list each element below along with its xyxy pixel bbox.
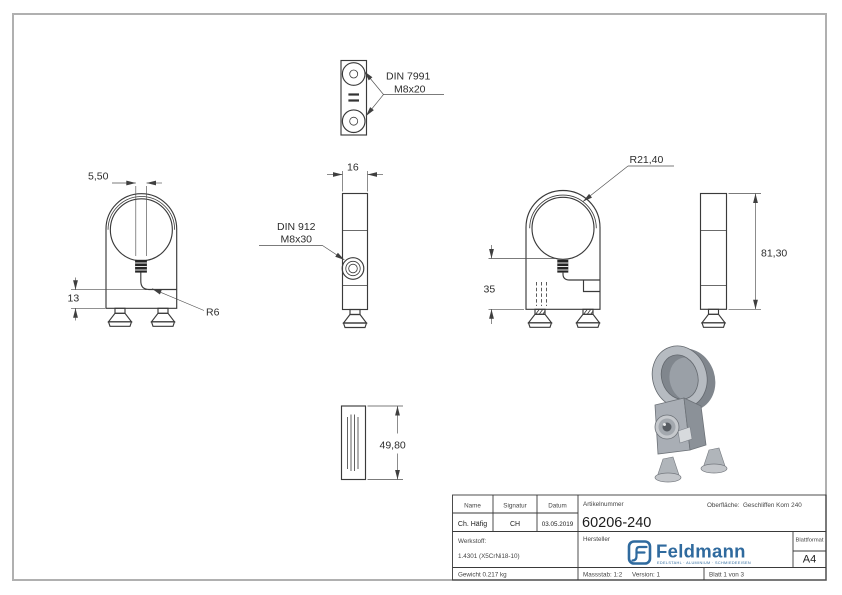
tb-surface-label: Oberfläche:: [707, 502, 740, 509]
dim-4980-text: 49,80: [380, 440, 406, 452]
dim-total-height-8130: 81,30: [728, 193, 787, 310]
page-border: [12, 13, 827, 581]
dim-16-text: 16: [347, 162, 359, 174]
callout-din912: DIN 912 M8x30: [259, 221, 346, 263]
feldmann-logo: Feldmann EDELSTAHL · ALUMINIUM · SCHMIED…: [627, 540, 751, 565]
dim-slot-width: 5,50: [88, 171, 162, 256]
dim-clamp-height-35: 35: [484, 245, 556, 324]
tb-article-label: Artikelnummer: [583, 501, 624, 508]
tb-material-value: 1.4301 (X5CrNi18-10): [458, 553, 520, 560]
slot-mark: [348, 99, 359, 102]
countersunk-screw: [342, 308, 368, 329]
dim-width-16: 16: [327, 162, 383, 192]
tb-surface-value: Geschliffen Korn 240: [743, 502, 802, 509]
title-block: Name Signatur Datum Ch. Häfig CH 03.05.2…: [452, 494, 827, 581]
label-din912: DIN 912: [277, 221, 316, 233]
tb-date-value: 03.05.2019: [542, 521, 574, 528]
logo-tagline-text: EDELSTAHL · ALUMINIUM · SCHMIEDEEISEN: [657, 561, 751, 565]
callout-r6: R6: [151, 286, 220, 319]
tb-material-label: Werkstoff:: [458, 538, 486, 545]
render-3d-part: [651, 345, 728, 483]
tb-format-label: Blattformat: [795, 538, 823, 544]
callout-r2140: R21,40: [581, 154, 674, 204]
countersunk-screw: [527, 308, 553, 328]
tb-signature-value: CH: [510, 521, 520, 528]
tb-scale: Massstab: 1:2: [583, 572, 623, 579]
countersunk-screw: [700, 308, 727, 328]
tb-date-label: Datum: [548, 503, 567, 510]
tb-signature-label: Signatur: [503, 503, 526, 510]
view-side-middle: [341, 192, 369, 329]
tb-name-label: Name: [464, 503, 481, 510]
socket-screw-head: [341, 257, 365, 280]
dim-35-text: 35: [484, 284, 496, 296]
label-din7991-size: M8x20: [394, 84, 426, 96]
dim-550-text: 5,50: [88, 171, 109, 183]
dim-base-height: 13: [68, 277, 148, 321]
countersunk-screw: [107, 307, 133, 327]
logo-name-text: Feldmann: [656, 541, 746, 562]
tb-name-value: Ch. Häfig: [458, 521, 487, 528]
view-front-right: [525, 190, 601, 328]
hidden-lines: [536, 282, 547, 306]
label-r2140: R21,40: [630, 154, 664, 166]
tb-article-number: 60206-240: [582, 515, 651, 531]
view-side-right: [699, 192, 728, 328]
tb-version: Version: 1: [632, 572, 661, 579]
label-din7991: DIN 7991: [386, 71, 431, 83]
tb-sheet: Blatt 1 von 3: [709, 572, 745, 579]
countersunk-screw: [150, 307, 176, 327]
logo-icon: [627, 540, 652, 565]
tb-format-value: A4: [803, 554, 816, 566]
tb-weight: Gewicht 0.217 kg: [458, 572, 507, 579]
callout-din7991: DIN 7991 M8x20: [362, 69, 444, 118]
tb-manufacturer-label: Hersteller: [583, 536, 610, 543]
dim-length-4980: 49,80: [367, 405, 406, 480]
view-top-plate: [340, 59, 368, 136]
label-din912-size: M8x30: [281, 234, 313, 246]
view-front-left: [105, 193, 178, 327]
label-r6: R6: [206, 307, 220, 319]
view-bottom: [340, 405, 367, 481]
dim-8130-text: 81,30: [761, 248, 787, 260]
countersunk-screw: [575, 308, 601, 328]
slot-mark: [348, 93, 359, 96]
dim-13-text: 13: [68, 293, 80, 305]
